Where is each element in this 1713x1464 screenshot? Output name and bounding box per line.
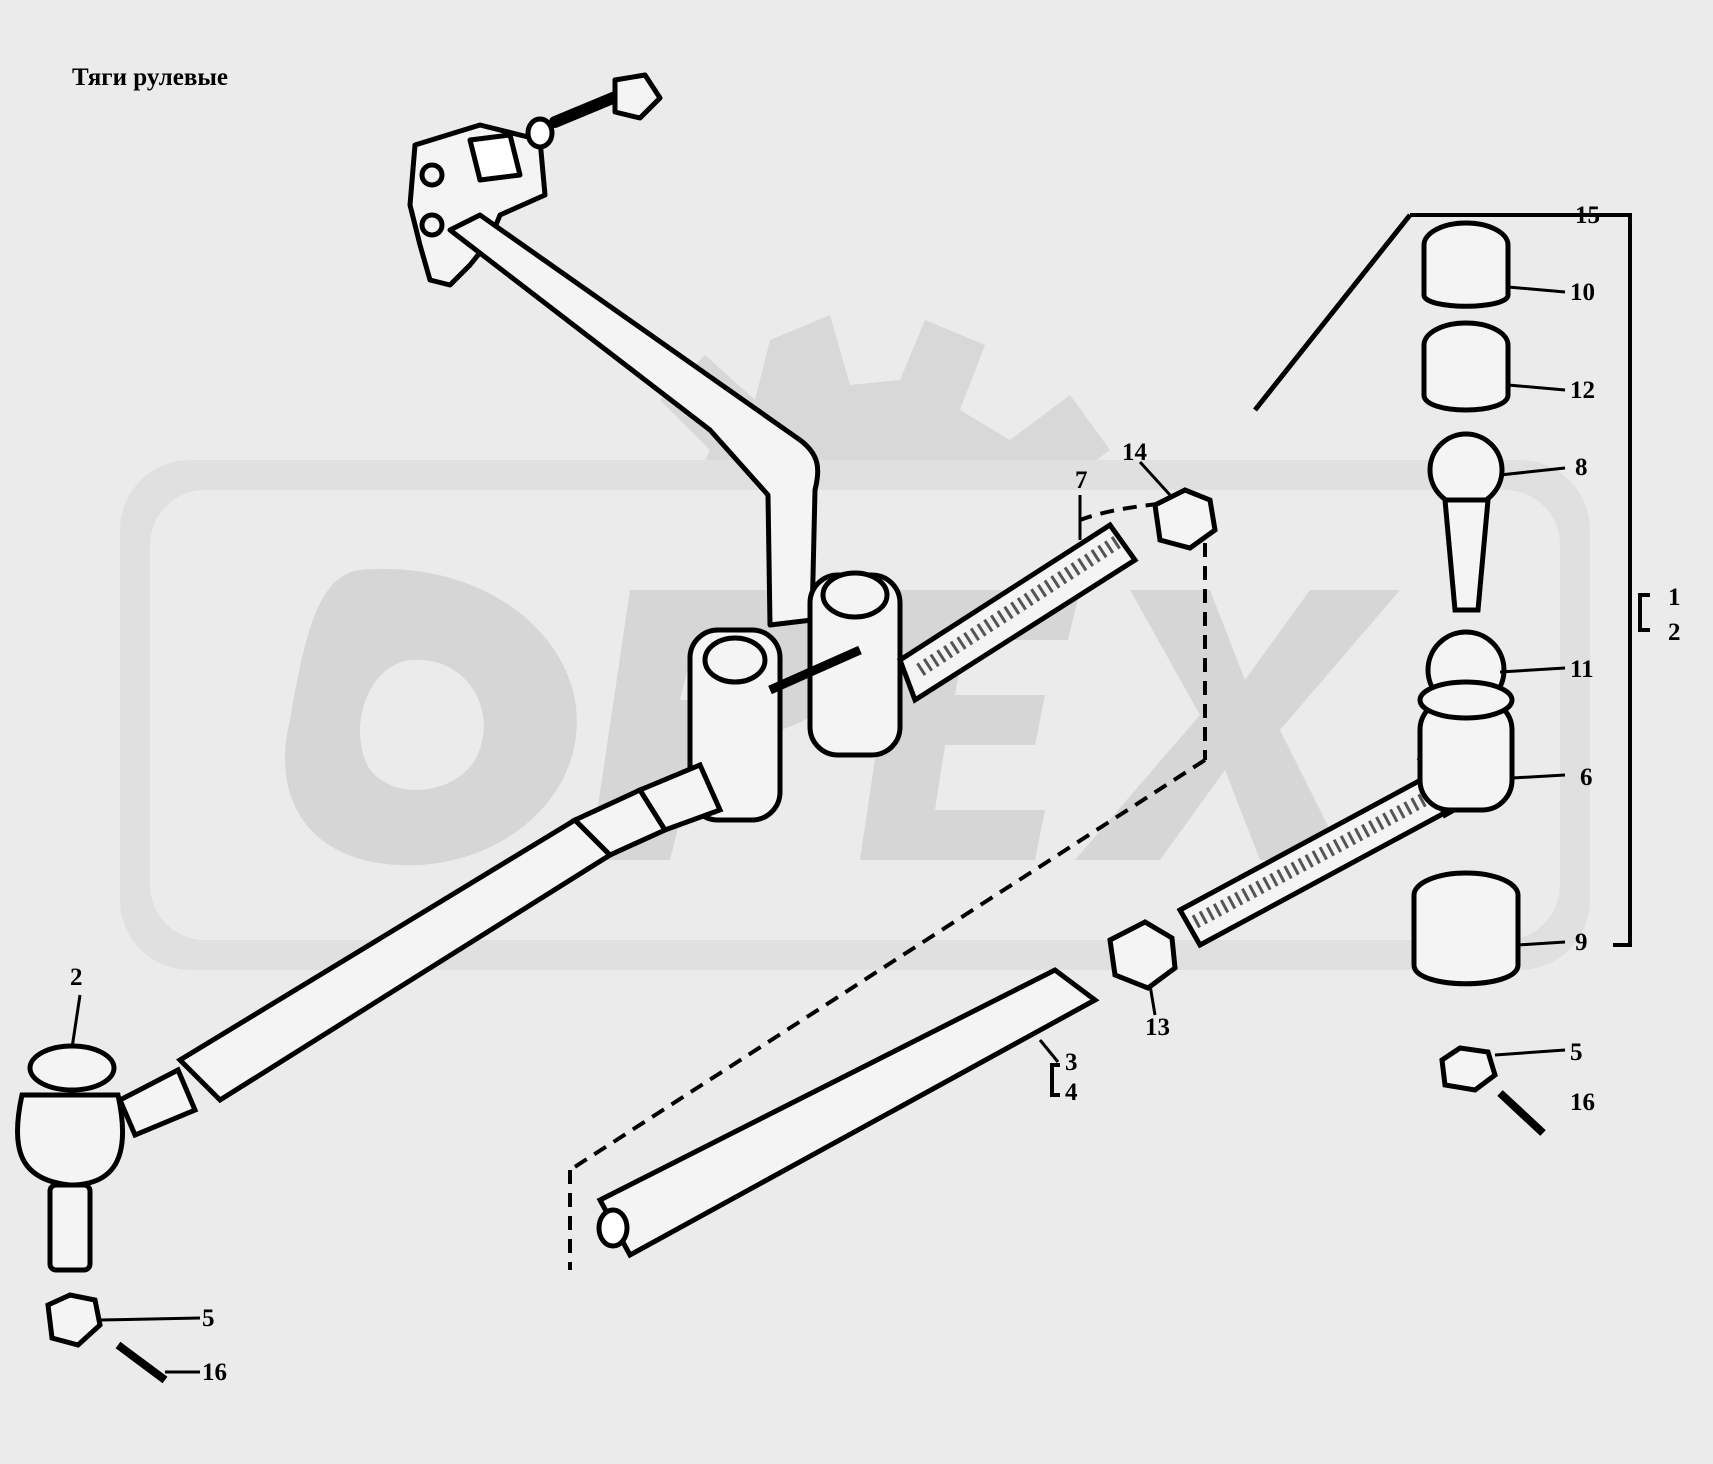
callout-label: 3	[1065, 1049, 1078, 1076]
callout-label: 2	[1668, 619, 1681, 646]
nut-14	[1152, 487, 1218, 551]
callout-label: 9	[1575, 929, 1588, 956]
ball-joint-stack	[1411, 220, 1546, 1136]
callout-label: 7	[1075, 467, 1088, 494]
callout-label: 5	[1570, 1039, 1583, 1066]
callout-label: 11	[1570, 656, 1594, 683]
callout-label: 12	[1570, 377, 1595, 404]
callout-label: 13	[1145, 1014, 1170, 1041]
upper-ball-joints	[687, 570, 903, 823]
callout-label: 16	[202, 1359, 227, 1386]
callout-label: 6	[1580, 764, 1593, 791]
assembly-bracket	[1050, 213, 1650, 1097]
long-tie-rod	[175, 761, 724, 1104]
steering-arm	[407, 72, 821, 628]
ball-joint-left	[14, 1043, 199, 1384]
callout-label: 14	[1122, 439, 1148, 466]
page-title: Тяги рулевые	[72, 64, 228, 91]
callout-labels: 1 2 2 3 4 5 5 6 7 8 9 10 11 12 13 14 15 …	[70, 202, 1681, 1386]
callout-label: 10	[1570, 279, 1595, 306]
callout-label: 8	[1575, 454, 1588, 481]
callout-label: 2	[70, 964, 83, 991]
callout-label: 4	[1065, 1079, 1078, 1106]
tie-rod-tube	[596, 967, 1100, 1259]
callout-label: 15	[1575, 202, 1600, 229]
threaded-rod-upper	[896, 521, 1139, 704]
nut-13	[1107, 919, 1178, 991]
callout-label: 5	[202, 1305, 215, 1332]
callout-label: 1	[1668, 584, 1681, 611]
leader-lines	[70, 285, 1566, 1374]
callout-label: 16	[1570, 1089, 1595, 1116]
